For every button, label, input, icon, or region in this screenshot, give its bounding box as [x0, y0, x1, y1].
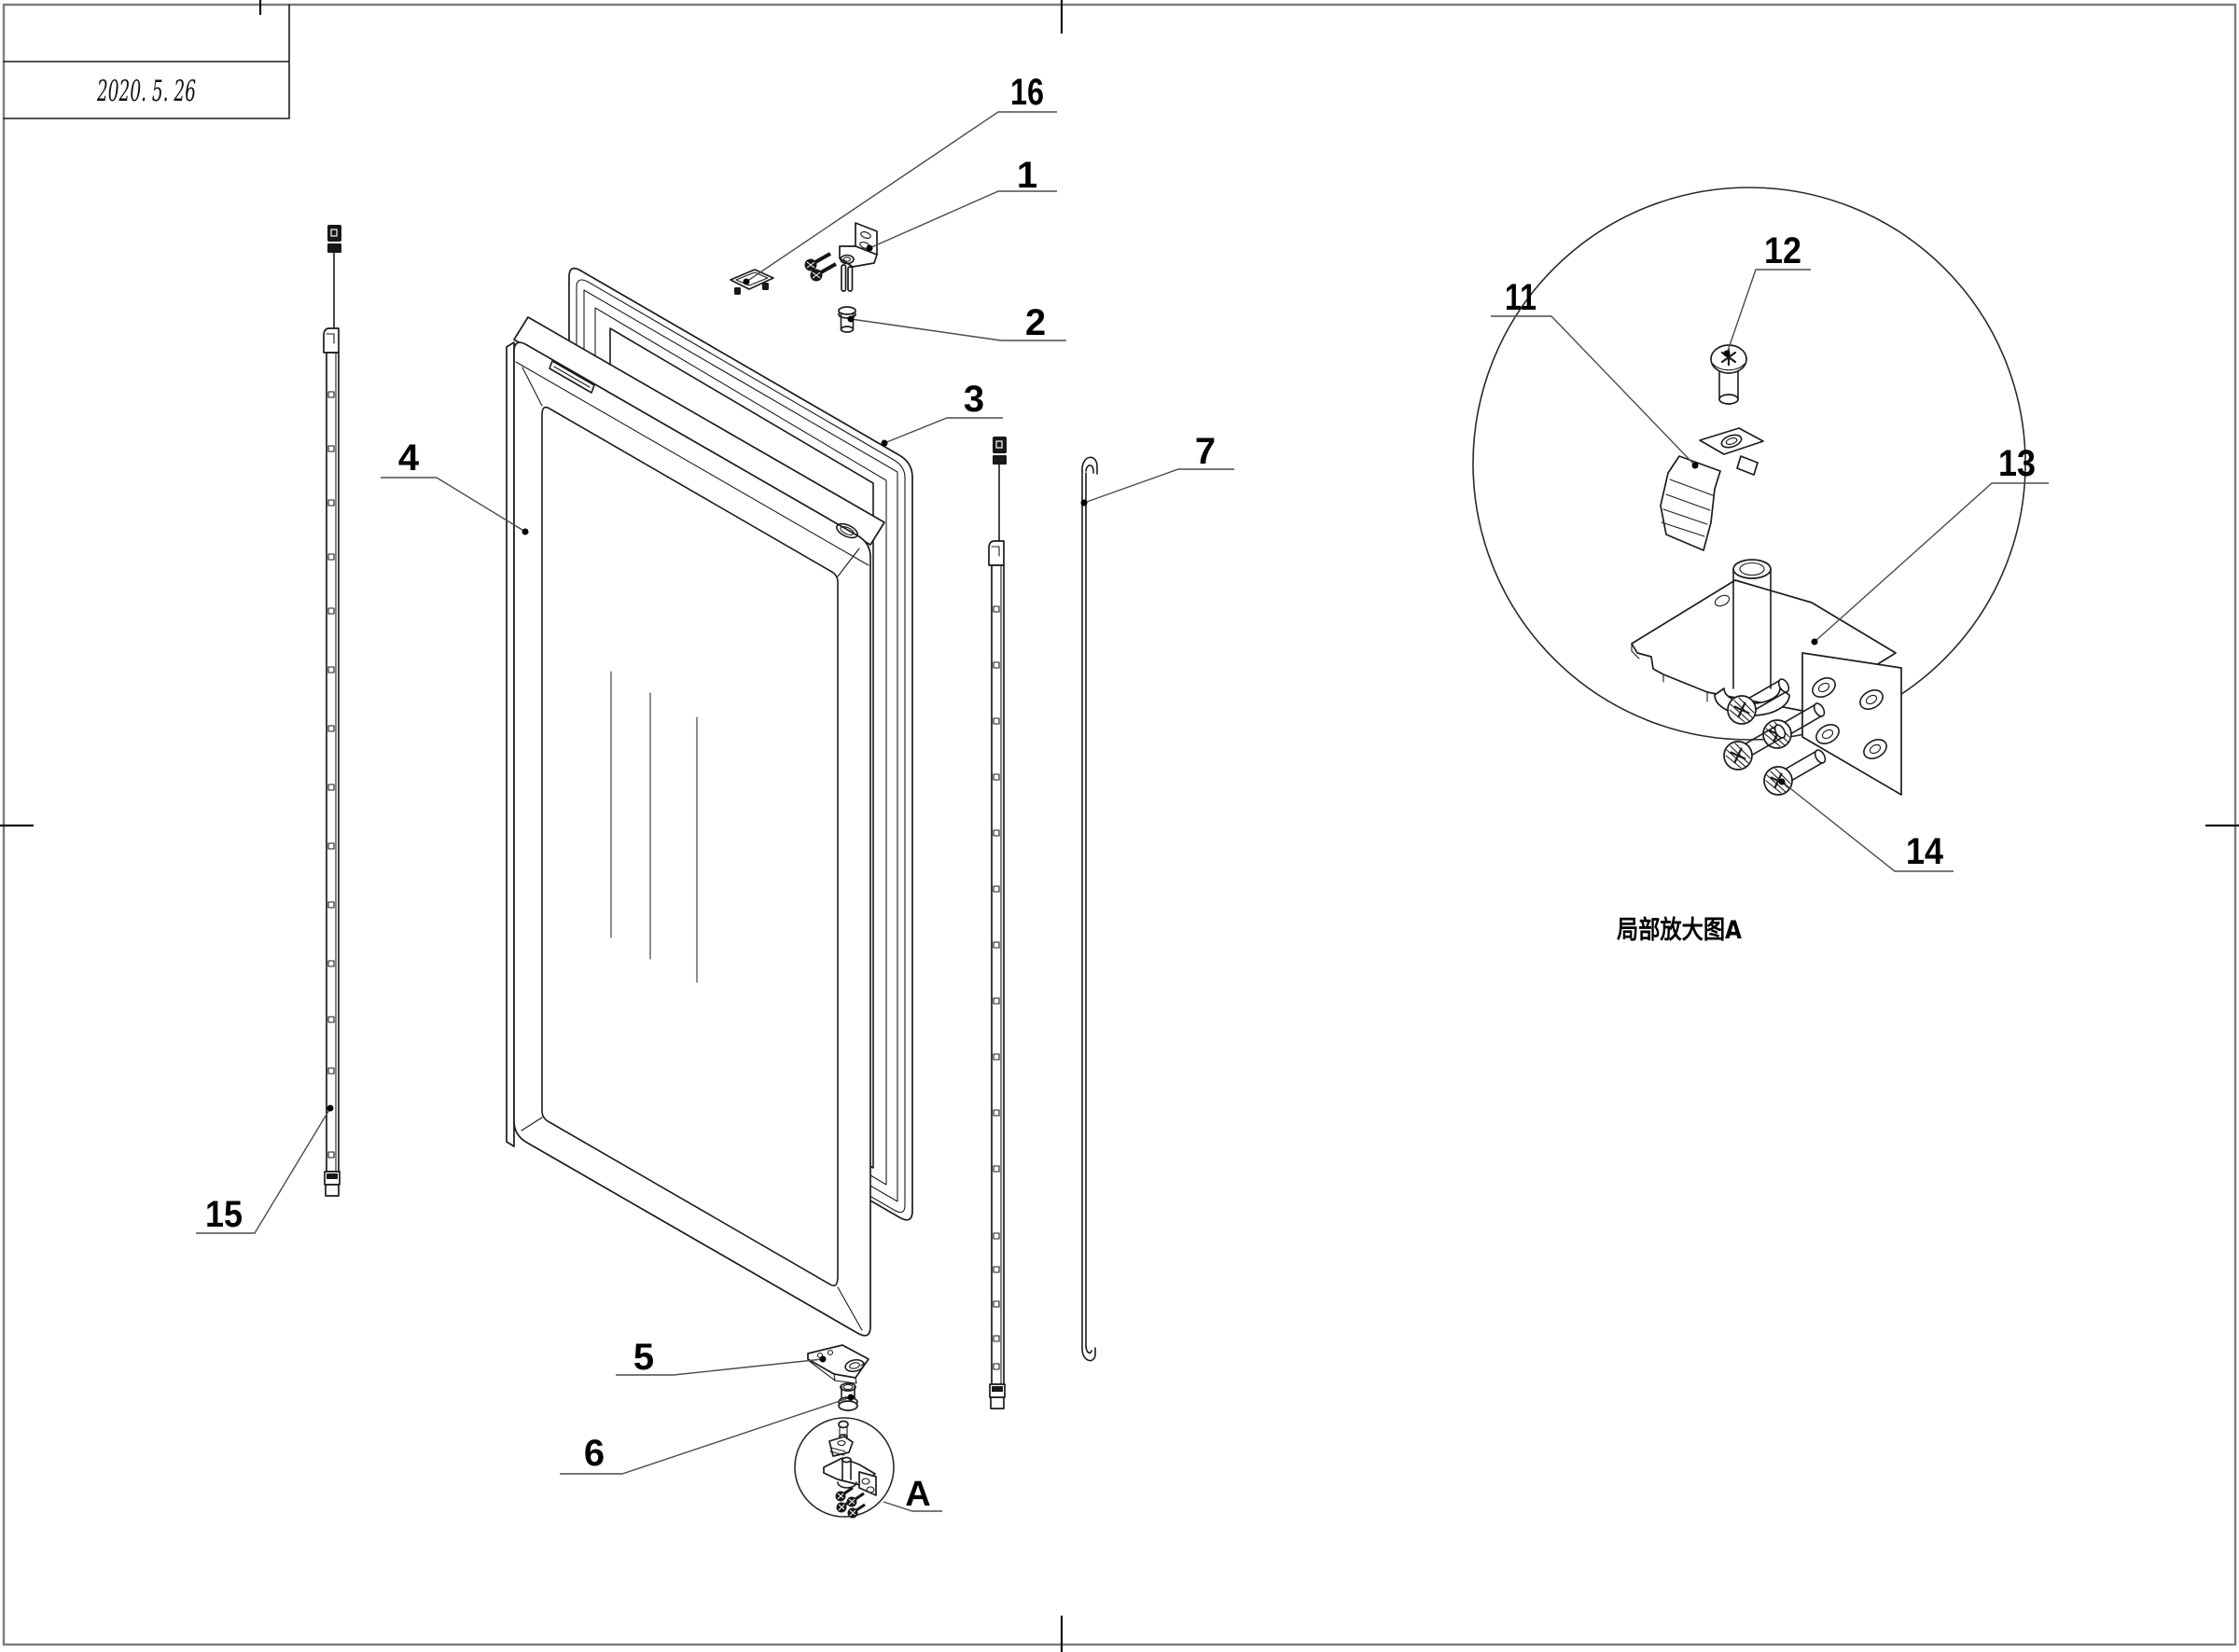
- label-16: 16: [1010, 72, 1044, 113]
- label-11: 11: [1505, 277, 1537, 318]
- part-number-labels: 16 1 2 3 4 7 5 6 15 11 12 13 14 A: [205, 72, 2036, 1514]
- detail-circle-a: [794, 1417, 895, 1519]
- top-cover-plate-part-16: [730, 269, 774, 295]
- label-detail-a: A: [905, 1475, 930, 1514]
- left-strip-part-15: [323, 225, 341, 1197]
- bottom-hinge-plate-part-5: [807, 1344, 869, 1384]
- enlarged-view-a: 局部放大图A: [1472, 187, 2026, 945]
- hinge-bracket-part-13: [1631, 559, 1902, 796]
- label-7: 7: [1195, 431, 1216, 472]
- revision-date: 2020. 5. 26: [96, 75, 196, 108]
- label-13: 13: [1998, 443, 2036, 484]
- detail-a-screws: [835, 1486, 866, 1519]
- bottom-bushing-part-6: [838, 1382, 858, 1411]
- label-1: 1: [1017, 155, 1037, 196]
- label-14: 14: [1906, 831, 1944, 872]
- door-part-4: [506, 316, 885, 1337]
- leader-lines: [196, 111, 2049, 1512]
- label-5: 5: [633, 1337, 654, 1378]
- glass-reflection-lines: [610, 671, 698, 983]
- revision-block: 2020. 5. 26: [3, 4, 290, 119]
- detail-caption: 局部放大图A: [1617, 915, 1742, 945]
- hinge-pin-hole: [836, 522, 858, 539]
- top-hinge-screws: [804, 252, 837, 282]
- screw-part-12: [1710, 344, 1747, 405]
- label-2: 2: [1025, 302, 1046, 343]
- label-3: 3: [964, 379, 984, 420]
- label-6: 6: [584, 1433, 605, 1474]
- top-hinge-part-1: [839, 222, 878, 292]
- rod-part-7: [1081, 456, 1098, 1362]
- label-15: 15: [205, 1194, 243, 1235]
- right-strip: [988, 437, 1007, 1409]
- label-4: 4: [398, 437, 420, 479]
- label-12: 12: [1764, 230, 1801, 271]
- clip-part-11: [1660, 427, 1764, 551]
- door-handle-recess: [549, 360, 595, 394]
